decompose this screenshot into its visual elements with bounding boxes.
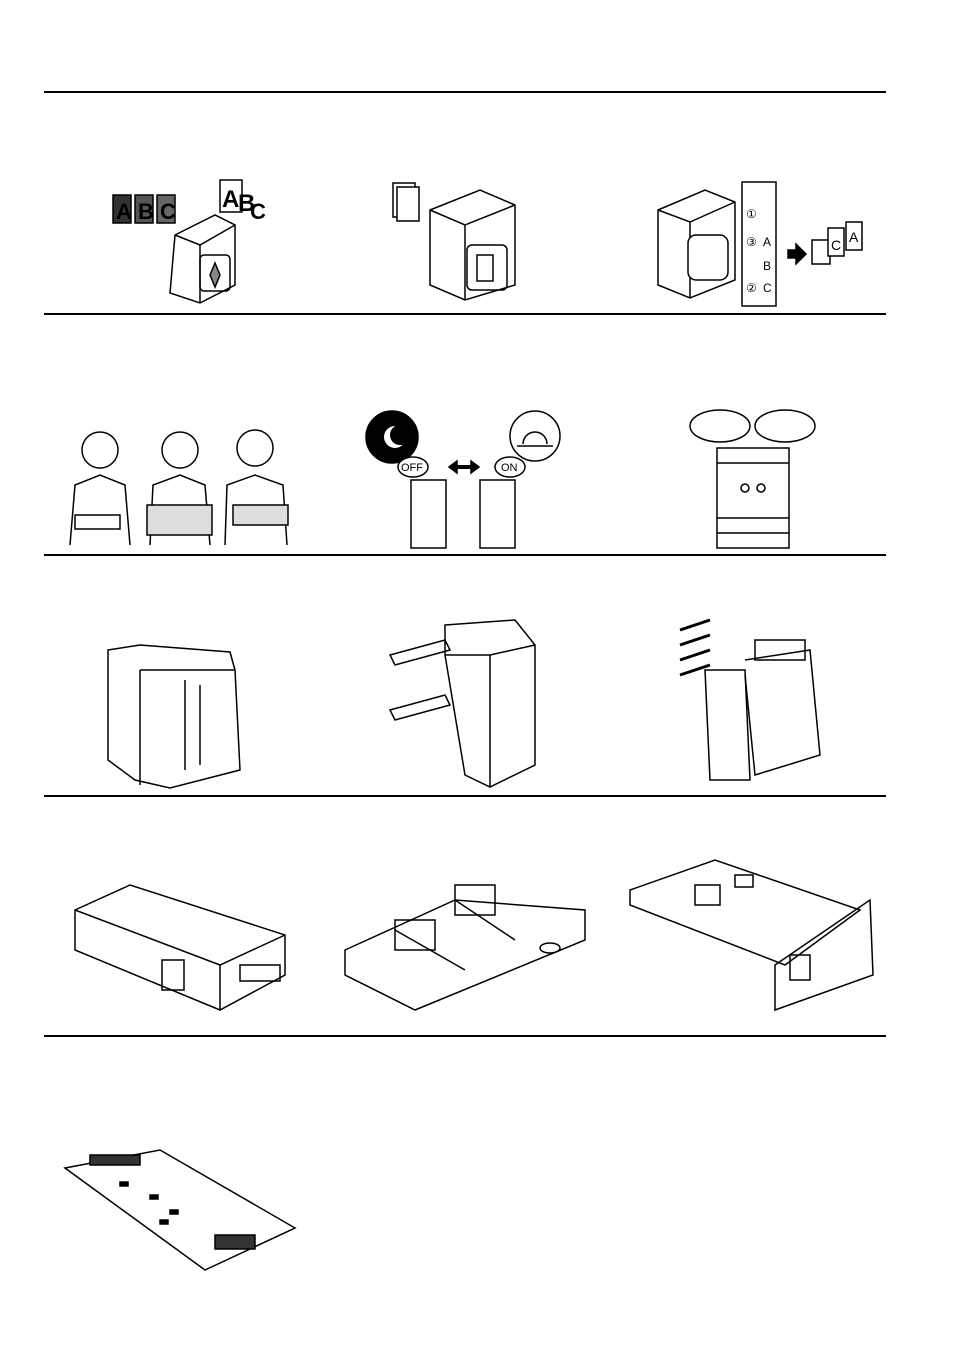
copier-sort-illustration: ① ③ A B ② C C A <box>657 181 863 307</box>
copier-with-mailbox-illustration <box>679 618 821 781</box>
large-capacity-feeder-illustration <box>107 644 241 789</box>
svg-text:B: B <box>138 199 154 224</box>
svg-text:A: A <box>763 235 771 249</box>
svg-text:C: C <box>831 237 841 253</box>
finisher-illustration <box>388 619 536 788</box>
divider <box>44 795 886 797</box>
copier-abc-illustration: A B C A B C <box>112 179 266 304</box>
svg-text:ON: ON <box>501 462 518 474</box>
svg-text:①: ① <box>746 207 757 221</box>
svg-text:C: C <box>160 199 176 224</box>
svg-text:A: A <box>116 199 132 224</box>
copier-speech-bubbles-illustration <box>689 409 816 549</box>
network-card-illustration <box>629 859 874 1012</box>
printer-board-illustration <box>344 884 586 1011</box>
svg-text:③: ③ <box>746 235 757 249</box>
svg-text:A: A <box>222 186 239 213</box>
divider <box>44 554 886 556</box>
svg-text:OFF: OFF <box>401 462 423 474</box>
svg-text:②: ② <box>746 281 757 295</box>
svg-text:C: C <box>250 199 266 224</box>
workers-paper-stacks-illustration <box>69 429 289 546</box>
svg-text:B: B <box>763 259 771 273</box>
svg-text:C: C <box>763 281 772 295</box>
svg-text:A: A <box>849 229 859 245</box>
hard-disk-box-illustration <box>74 884 286 1011</box>
power-off-on-illustration: OFF ON <box>365 410 561 549</box>
divider <box>44 91 886 93</box>
expansion-board-illustration <box>63 1149 297 1271</box>
divider <box>44 313 886 315</box>
svg-text:B: B <box>238 190 255 217</box>
divider <box>44 1035 886 1037</box>
copier-document-illustration <box>392 182 516 301</box>
